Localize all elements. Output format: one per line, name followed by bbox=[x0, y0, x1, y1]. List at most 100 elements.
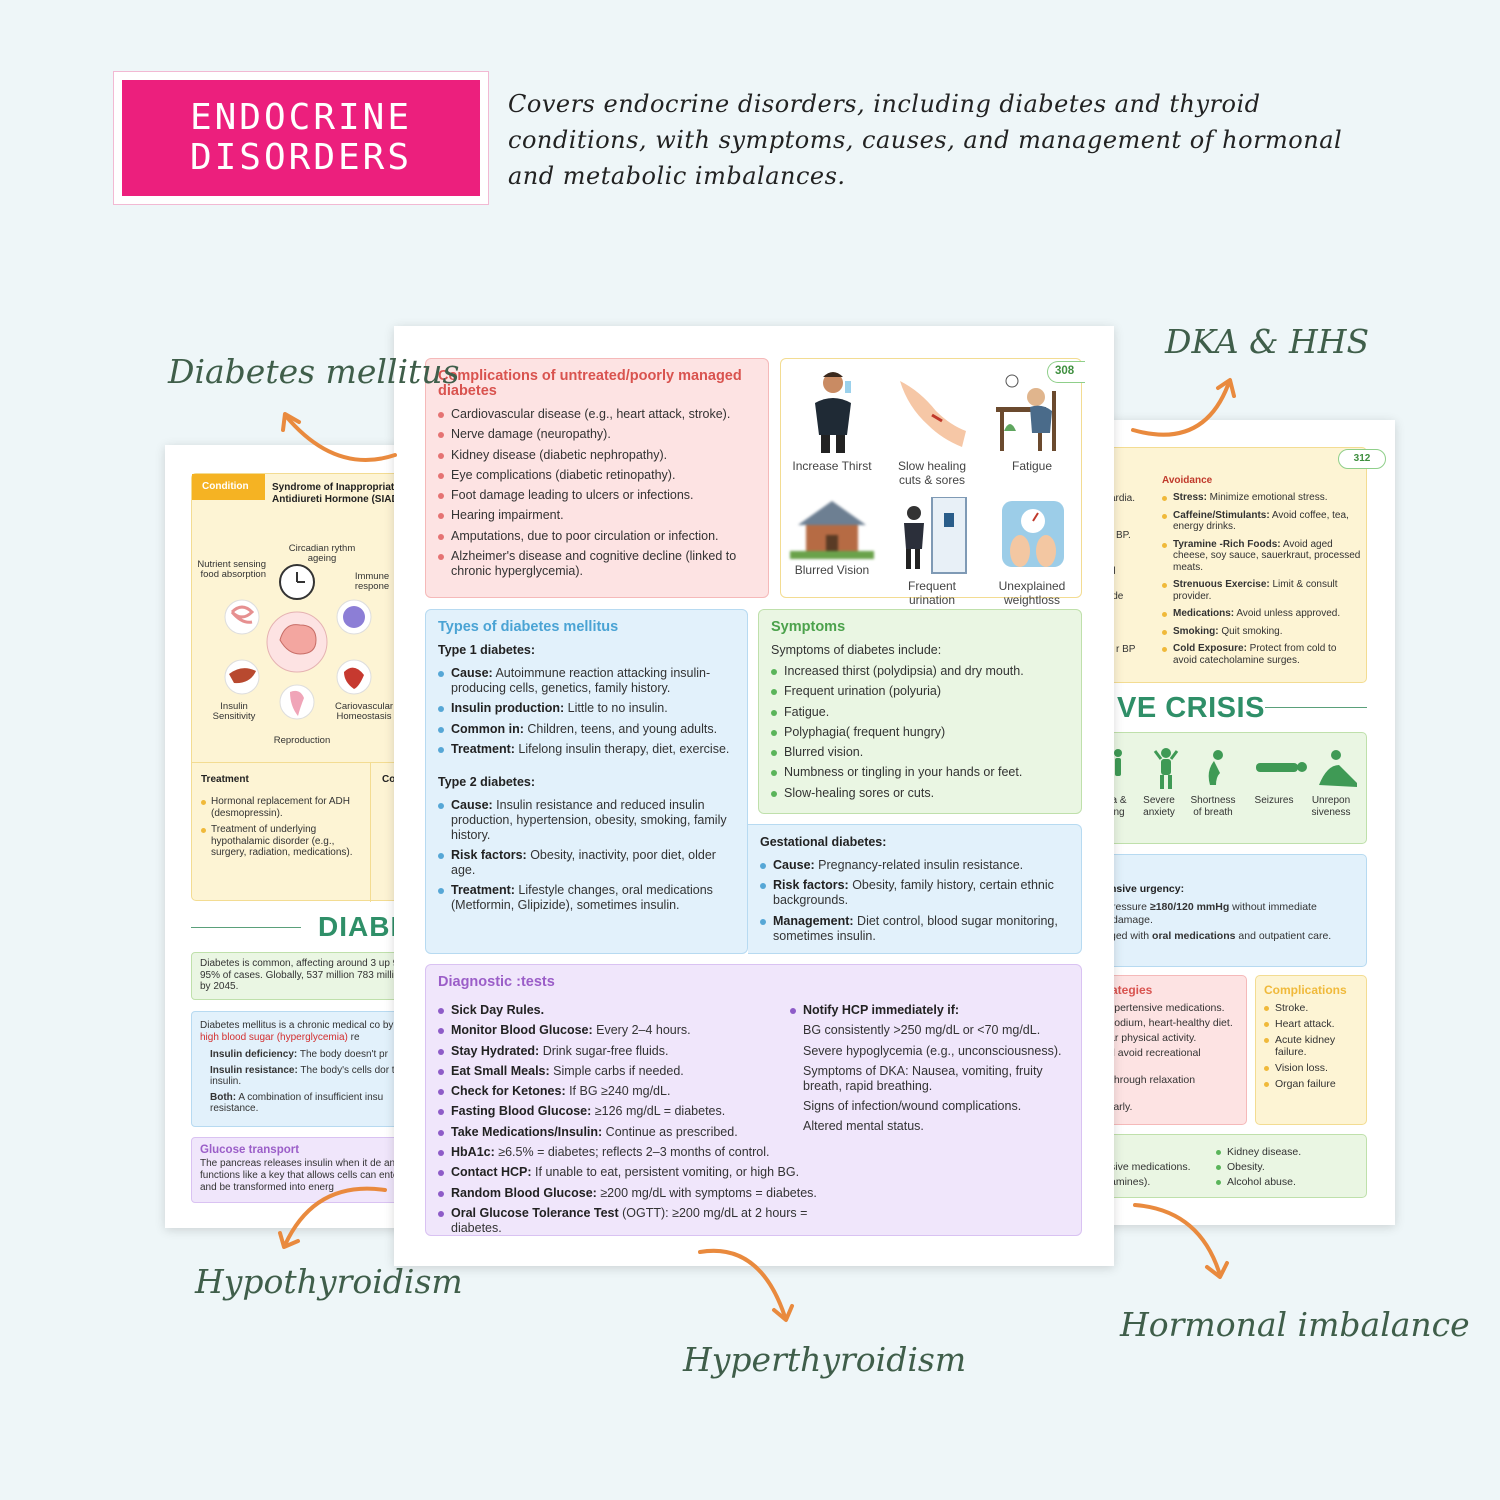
icon-fatigue: Fatigue bbox=[987, 371, 1077, 473]
risk-line: amines). bbox=[1110, 1176, 1151, 1188]
breathless-person-icon bbox=[1208, 750, 1223, 785]
gestational-item: Risk factors: Obesity, family history, c… bbox=[760, 878, 1069, 908]
type2-title: Type 2 diabetes: bbox=[438, 774, 536, 789]
diagnostic-item: Take Medications/Insulin: Continue as pr… bbox=[438, 1125, 818, 1140]
risk-item: Obesity. bbox=[1216, 1161, 1301, 1174]
symptom-item: Polyphagia( frequent hungry) bbox=[771, 725, 1069, 740]
symptom-item: Fatigue. bbox=[771, 705, 1069, 720]
icon-weight-loss: Unexplained weightloss bbox=[987, 497, 1077, 607]
treatment-item: Treatment of underlying hypothalamic dis… bbox=[201, 824, 367, 859]
title-badge: ENDOCRINE DISORDERS bbox=[113, 71, 489, 205]
crisis-label: Shortness of breath bbox=[1190, 795, 1236, 818]
urgency-line: ged with oral medications and outpatient… bbox=[1110, 930, 1332, 942]
diagnostic-item: Sick Day Rules. bbox=[438, 1003, 818, 1018]
collapsed-person-icon bbox=[1319, 750, 1357, 787]
avoidance-item: Medications: Avoid unless approved. bbox=[1162, 608, 1362, 620]
diagnostic-item: Fasting Blood Glucose: ≥126 mg/dL = diab… bbox=[438, 1104, 818, 1119]
diagram-label-immune: Immune respone bbox=[354, 571, 390, 592]
notify-item: Severe hypoglycemia (e.g., unconsciousne… bbox=[803, 1043, 1062, 1058]
strategy-line: ypertensive medications. bbox=[1109, 1002, 1225, 1014]
strategy-line: larly. bbox=[1111, 1101, 1133, 1113]
gestational-card: Gestational diabetes: Cause: Pregnancy-r… bbox=[748, 824, 1082, 954]
label-hormonal-imbalance: Hormonal imbalance bbox=[1120, 1305, 1470, 1344]
banner-rule bbox=[1265, 707, 1367, 708]
strategies-card: ategies ypertensive medications. sodium,… bbox=[1095, 975, 1247, 1125]
condition-name: Syndrome of Inappropriate Antidiureti Ho… bbox=[272, 482, 405, 505]
symptom-icons-panel: 308 Increase Thirst Slow healing cuts & … bbox=[780, 358, 1085, 607]
center-page: Complications of untreated/poorly manage… bbox=[394, 326, 1114, 1266]
avoidance-item: Caffeine/Stimulants: Avoid coffee, tea, … bbox=[1162, 510, 1362, 533]
types-card: Types of diabetes mellitus Type 1 diabet… bbox=[425, 609, 748, 954]
gestational-list: Cause: Pregnancy-related insulin resista… bbox=[760, 858, 1069, 944]
notify-item: BG consistently >250 mg/dL or <70 mg/dL. bbox=[803, 1023, 1041, 1038]
glucose-text: The pancreas releases insulin when it de… bbox=[200, 1158, 402, 1193]
complication-item: Organ failure bbox=[1264, 1078, 1364, 1090]
crisis-label: Severe anxiety bbox=[1143, 795, 1175, 818]
symptom-item: Blurred vision. bbox=[771, 745, 1069, 760]
treatment-col2-title: Co bbox=[382, 774, 396, 785]
diagnostic-item: Eat Small Meals: Simple carbs if needed. bbox=[438, 1064, 818, 1079]
diagnostic-item: Monitor Blood Glucose: Every 2–4 hours. bbox=[438, 1023, 818, 1038]
symptom-item: Frequent urination (polyuria) bbox=[771, 684, 1069, 699]
condition-tag: Condition bbox=[192, 474, 265, 500]
risk-line: sive medications. bbox=[1110, 1161, 1191, 1173]
wounded-hand-icon bbox=[900, 381, 966, 447]
risk-item: Kidney disease. bbox=[1216, 1146, 1301, 1159]
diagram-label-nutrient: Nutrient sensing food absorption bbox=[197, 559, 266, 580]
crisis-label: a & ng bbox=[1111, 795, 1127, 818]
diagnostic-item: Stay Hydrated: Drink sugar-free fluids. bbox=[438, 1044, 818, 1059]
diagnostic-item: Check for Ketones: If BG ≥240 mg/dL. bbox=[438, 1084, 818, 1099]
right-page: 312 Avoidance ardia. BP. d ide r BP Stre… bbox=[1095, 420, 1395, 1225]
gestational-title: Gestational diabetes: bbox=[760, 835, 887, 849]
restroom-door-icon bbox=[904, 497, 967, 574]
strategy-line: through relaxation bbox=[1111, 1074, 1196, 1086]
symptom-item: Numbness or tingling in your hands or fe… bbox=[771, 765, 1069, 780]
type1-list: Cause: Autoimmune reaction attacking ins… bbox=[438, 666, 735, 757]
complications-list: Stroke. Heart attack. Acute kidney failu… bbox=[1264, 1002, 1364, 1090]
definition-list: Insulin deficiency: The body doesn't pr … bbox=[200, 1049, 405, 1115]
complication-item: Acute kidney failure. bbox=[1264, 1034, 1364, 1058]
type1-item: Treatment: Lifelong insulin therapy, die… bbox=[438, 742, 735, 757]
diagnostic-title: Diagnostic :tests bbox=[438, 974, 555, 990]
title-line-2: DISORDERS bbox=[189, 137, 413, 178]
diagram-label-cardio: Cariovascular Homeostasis bbox=[334, 701, 394, 722]
urgency-line: damage. bbox=[1112, 914, 1153, 926]
anxious-person-icon bbox=[1153, 748, 1179, 789]
crisis-complications-card: Complications Stroke. Heart attack. Acut… bbox=[1255, 975, 1367, 1125]
diagnostic-card: Diagnostic :tests Sick Day Rules. Monito… bbox=[425, 964, 1082, 1236]
complication-item: Cardiovascular disease (e.g., heart atta… bbox=[438, 407, 756, 422]
definition-item: Insulin deficiency: The body doesn't pr bbox=[210, 1049, 388, 1060]
diagnostic-item: Oral Glucose Tolerance Test (OGTT): ≥200… bbox=[438, 1206, 818, 1236]
avoidance-item: Stress: Minimize emotional stress. bbox=[1162, 492, 1362, 504]
risk-item: Alcohol abuse. bbox=[1216, 1176, 1301, 1189]
page-number-308: 308 bbox=[1047, 361, 1085, 383]
gestational-item: Management: Diet control, blood sugar mo… bbox=[760, 914, 1069, 944]
symptom-item: Increased thirst (polydipsia) and dry mo… bbox=[771, 664, 1069, 679]
strategy-line: ar physical activity. bbox=[1109, 1032, 1197, 1044]
complications-title: Complications of untreated/poorly manage… bbox=[438, 368, 742, 399]
glucose-transport-box: Glucose transport The pancreas releases … bbox=[191, 1137, 405, 1203]
notify-head-list: Notify HCP immediately if: bbox=[790, 1003, 1075, 1018]
crisis-icons-row bbox=[1114, 748, 1357, 789]
avoidance-item: Cold Exposure: Protect from cold to avoi… bbox=[1162, 643, 1362, 666]
avoidance-list: Stress: Minimize emotional stress. Caffe… bbox=[1162, 492, 1362, 666]
urgency-title: nsive urgency: bbox=[1110, 883, 1185, 895]
complication-item: Alzheimer's disease and cognitive declin… bbox=[438, 549, 756, 579]
crisis-banner: VE CRISIS bbox=[1117, 692, 1265, 724]
label-diabetes-mellitus: Diabetes mellitus bbox=[168, 352, 460, 391]
avoidance-item: Strenuous Exercise: Limit & consult prov… bbox=[1162, 579, 1362, 602]
drinking-person-icon bbox=[815, 372, 851, 453]
type1-item: Insulin production: Little to no insulin… bbox=[438, 701, 735, 716]
symptoms-card: Symptoms Symptoms of diabetes include: I… bbox=[758, 609, 1082, 814]
complication-item: Vision loss. bbox=[1264, 1062, 1364, 1074]
strategy-line: sodium, heart-healthy diet. bbox=[1109, 1017, 1233, 1029]
banner-rule bbox=[191, 927, 301, 928]
avoidance-card: 312 Avoidance ardia. BP. d ide r BP Stre… bbox=[1095, 447, 1386, 683]
treatment-item: Hormonal replacement for ADH (desmopress… bbox=[201, 796, 367, 819]
complications-title: Complications bbox=[1264, 983, 1347, 997]
strategies-title: ategies bbox=[1111, 983, 1153, 997]
strategy-line: d avoid recreational bbox=[1109, 1047, 1201, 1059]
intro-description: Covers endocrine disorders, including di… bbox=[508, 90, 1343, 190]
glucose-title: Glucose transport bbox=[200, 1144, 300, 1156]
divider bbox=[192, 762, 405, 763]
